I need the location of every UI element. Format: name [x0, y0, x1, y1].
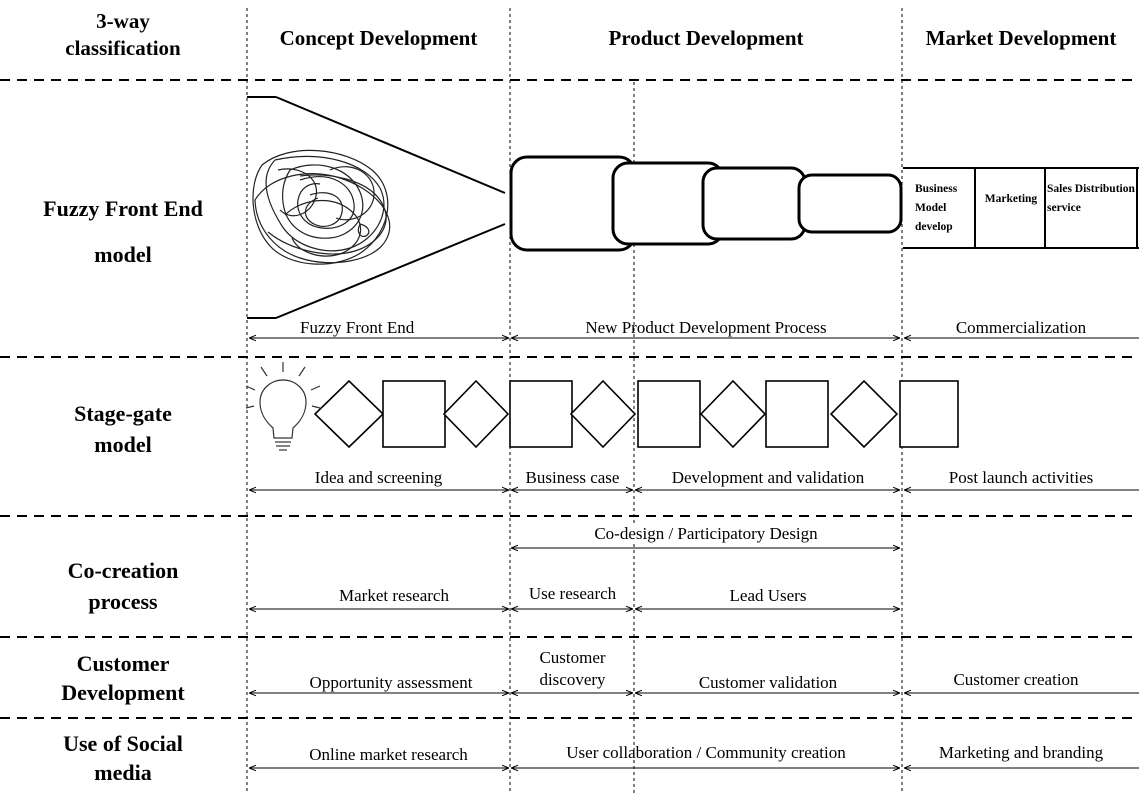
phase-dev-validation: Development and validation — [671, 468, 865, 487]
header-classification-text: 3-way classification — [65, 9, 181, 61]
row-label-cocreation: Co-creation process — [0, 556, 246, 618]
phase-co-design: Co-design / Participatory Design — [511, 524, 901, 544]
gate-diamond — [442, 379, 510, 449]
gate-diamond — [699, 379, 767, 449]
stage-square — [899, 380, 959, 448]
phase-opportunity: Opportunity assessment — [309, 673, 473, 692]
gate-diamond — [829, 379, 899, 449]
phase-fuzzy-front-end: Fuzzy Front End — [300, 318, 415, 337]
phase-post-launch: Post launch activities — [948, 468, 1094, 487]
phase-npd-process: New Product Development Process — [585, 318, 827, 337]
lightbulb-icon — [245, 362, 321, 451]
gate-diamond — [569, 379, 637, 449]
phase-use-research: Use research — [528, 584, 617, 603]
phase-discovery-text: Customer discovery — [539, 648, 606, 690]
row-label-cocreation-text: Co-creation process — [67, 558, 179, 614]
phase-lead-users: Lead Users — [729, 586, 807, 605]
phase-business-case: Business case — [525, 468, 620, 487]
funnel-upper-line — [275, 96, 506, 194]
commercialization-box — [903, 167, 1139, 249]
header-market: Market Development — [925, 26, 1117, 50]
npd-stages — [509, 155, 903, 252]
header-classification: 3-way classification — [0, 8, 246, 63]
npd-stage-4 — [797, 173, 903, 234]
fuzzy-scribble-icon — [252, 149, 391, 265]
phase-online-research: Online market research — [309, 745, 468, 764]
box-sales-text: Sales Distribution service — [1047, 183, 1135, 214]
row-label-social-text: Use of Social media — [63, 731, 183, 785]
box-business-model-text: Business Model develop — [915, 183, 958, 233]
row-label-custdev-text: Customer Development — [61, 651, 185, 705]
phase-collaboration: User collaboration / Community creation — [566, 743, 846, 762]
phase-marketing-branding: Marketing and branding — [938, 743, 1104, 762]
row-label-fuzzy: Fuzzy Front End model — [0, 186, 246, 278]
row-label-stagegate: Stage-gate model — [0, 399, 246, 461]
phase-creation: Customer creation — [953, 670, 1079, 689]
stage-square — [509, 380, 573, 448]
box-sales: Sales Distribution service — [1047, 180, 1135, 218]
box-marketing: Marketing — [984, 193, 1038, 205]
box-business-model: Business Model develop — [915, 180, 971, 237]
stage-square — [765, 380, 829, 448]
stage-square — [637, 380, 701, 448]
funnel-lower-line — [275, 223, 506, 319]
gate-diamond — [313, 379, 385, 449]
stage-gate-sequence — [313, 379, 959, 449]
phase-idea-screening: Idea and screening — [314, 468, 443, 487]
row-label-fuzzy-text: Fuzzy Front End model — [43, 196, 203, 268]
phase-co-design-text: Co-design / Participatory Design — [592, 524, 820, 543]
phase-market-research: Market research — [339, 586, 449, 605]
npd-stage-3 — [701, 166, 807, 241]
header-product: Product Development — [608, 26, 804, 50]
row-label-stagegate-text: Stage-gate model — [74, 401, 172, 457]
row-label-custdev: Customer Development — [0, 650, 246, 707]
stage-square — [382, 380, 446, 448]
phase-discovery: Customer discovery — [511, 647, 634, 691]
phase-commercialization: Commercialization — [955, 318, 1087, 337]
phase-validation: Customer validation — [698, 673, 838, 692]
row-label-social: Use of Social media — [0, 730, 246, 787]
header-concept: Concept Development — [279, 26, 478, 50]
